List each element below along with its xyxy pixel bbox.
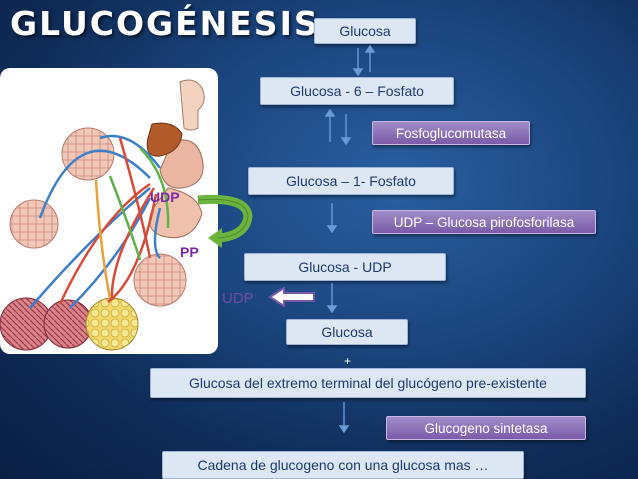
green-curved-arrow	[197, 194, 253, 248]
head-shape	[179, 79, 205, 131]
enzyme-udp-glucosa-pirofosforilasa: UDP – Glucosa pirofosforilasa	[372, 210, 596, 234]
step-glucosa-6-fosfato: Glucosa - 6 – Fosfato	[260, 77, 454, 105]
step-cadena-glucogeno: Cadena de glucogeno con una glucosa mas …	[162, 451, 524, 479]
udp-output-label: UDP	[222, 290, 254, 307]
cell-cluster-right	[133, 253, 187, 307]
step-glucosa-1-fosfato: Glucosa – 1- Fosfato	[248, 167, 454, 195]
flow-arrows	[29, 134, 170, 309]
step-glucosa-udp: Glucosa - UDP	[244, 253, 446, 281]
cell-cluster-left	[9, 199, 59, 249]
plus-sign: +	[344, 354, 352, 368]
organ-diagram	[0, 79, 205, 351]
pp-label: PP	[180, 244, 199, 260]
enzyme-glucogeno-sintetasa: Glucogeno sintetasa	[386, 416, 586, 440]
step-glucosa-extremo-terminal: Glucosa del extremo terminal del glucóge…	[150, 368, 586, 398]
liver-shape	[146, 122, 183, 157]
step-glucosa-2: Glucosa	[286, 319, 408, 345]
udp-input-label: UDP	[150, 189, 180, 205]
slide-title: GLUCOGÉNESIS	[10, 4, 320, 43]
enzyme-fosfoglucomutasa: Fosfoglucomutasa	[372, 121, 530, 145]
step-glucosa: Glucosa	[314, 18, 416, 44]
metabolism-illustration	[0, 68, 218, 354]
left-arrow-icon	[268, 287, 315, 307]
